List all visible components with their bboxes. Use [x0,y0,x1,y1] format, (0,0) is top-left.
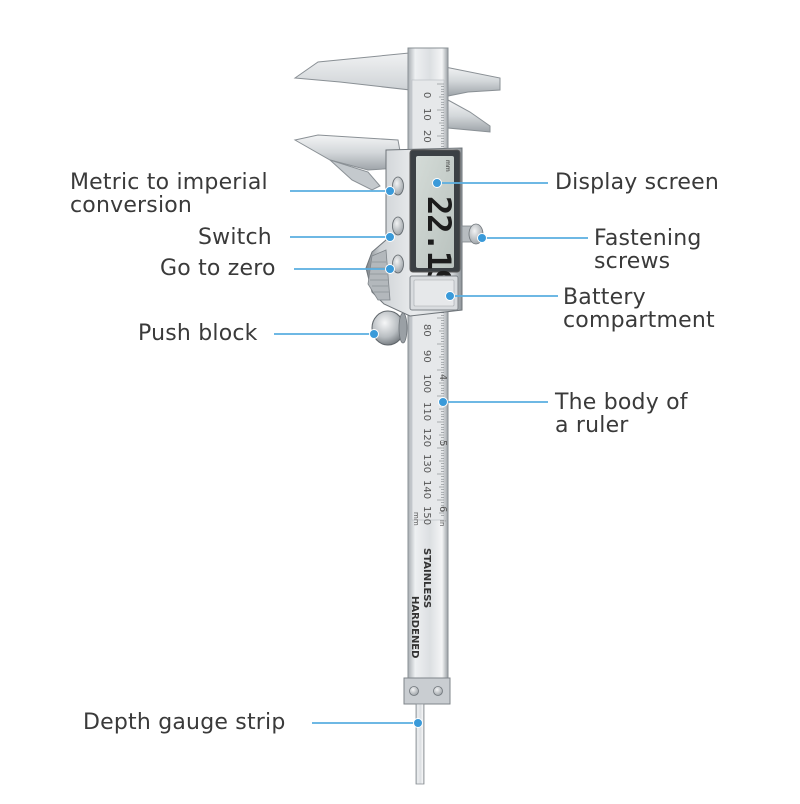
scale-numbers: 0 10 20 80 90 100 110 120 130 140 150 4 … [412,92,448,526]
scale-number: 20 [421,130,432,143]
lcd-reading: 22.19 [420,196,458,287]
scale-number: 110 [421,402,432,421]
inch-number: 6 [437,506,448,512]
switch-button[interactable] [392,216,404,236]
lcd-display: mm 22.19 [416,156,458,287]
label-line: Battery [563,285,646,310]
inch-number: 5 [437,440,448,446]
label-text: Depth gauge strip [83,710,286,735]
scale-number: 80 [421,324,432,337]
callout-lines [274,178,588,728]
callout-dot [413,718,423,728]
label-battery-compartment: Battery compartment [563,286,715,332]
scale-number: 120 [421,428,432,447]
scale-unit-mm: mm [412,512,420,526]
scale-number: 0 [421,92,432,98]
label-metric-imperial: Metric to imperial conversion [70,171,268,217]
scale-number: 90 [421,350,432,363]
label-go-to-zero: Go to zero [160,257,276,280]
callout-dot [445,291,455,301]
callout-dot [369,329,379,339]
label-line: screws [594,249,671,274]
label-line: The body of [555,390,688,415]
inch-number: 4 [437,374,448,380]
callout-dot [385,264,395,274]
push-block [371,310,408,346]
scale-number: 10 [421,108,432,121]
callout-dot [432,178,442,188]
scale-number: 140 [421,480,432,499]
depth-gauge-strip [415,703,425,785]
beam-text-stainless: STAINLESS [421,548,432,608]
slider-buttons [392,176,404,274]
label-depth-gauge: Depth gauge strip [83,711,286,734]
label-text: Switch [198,225,272,250]
beam-text-hardened: HARDENED [409,596,420,658]
scale-unit-in: in [438,520,446,526]
zero-button[interactable] [392,254,404,274]
lcd-unit: mm [444,160,451,172]
label-line: Metric to imperial [70,170,268,195]
label-fastening-screws: Fastening screws [594,227,702,273]
scale-number: 100 [421,374,432,393]
label-text: Go to zero [160,256,276,281]
scale-number: 150 [421,506,432,525]
scale-number: 130 [421,454,432,473]
label-text: Push block [138,321,258,346]
label-ruler-body: The body of a ruler [555,391,688,437]
callout-dot [438,397,448,407]
label-push-block: Push block [138,322,258,345]
callout-dot [385,186,395,196]
label-line: compartment [563,308,715,333]
label-text: Display screen [555,170,720,195]
callout-dot [385,232,395,242]
label-line: conversion [70,193,193,218]
outside-jaws [293,49,501,133]
label-switch: Switch [198,226,272,249]
beam-engraving: STAINLESS HARDENED [409,548,432,658]
callout-dot [477,233,487,243]
metric-imperial-button[interactable] [392,176,404,196]
label-line: a ruler [555,413,629,438]
battery-compartment [409,275,459,311]
label-display-screen: Display screen [555,171,719,194]
label-line: Fastening [594,226,702,251]
